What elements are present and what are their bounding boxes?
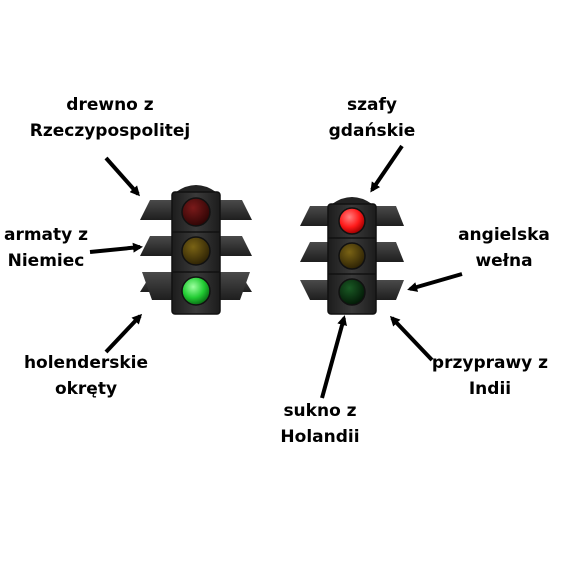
label-szafy-line2: gdańskie [328,121,416,141]
label-armaty-line1: armaty z [3,225,89,245]
left-amber-lamp [181,236,211,266]
left-light-cap [176,185,216,192]
label-holenderskie: holenderskie okręty [14,350,158,402]
left-green-lamp [181,276,211,306]
left-visor [142,272,174,300]
label-sukno: sukno z Holandii [268,398,372,450]
left-visor [218,236,252,256]
left-visor [140,236,174,256]
label-szafy: szafy gdańskie [316,92,428,144]
right-visor [374,206,404,226]
label-drewno: drewno z Rzeczypospolitej [20,92,200,144]
right-traffic-light [300,197,404,315]
label-przyprawy-line1: przyprawy z [431,353,549,373]
left-red-lamp [181,197,211,227]
label-przyprawy-line2: Indii [468,379,512,399]
label-armaty: armaty z Niemiec [0,222,92,274]
arrow-sukno [320,315,347,399]
right-light-cap [332,197,372,204]
arrow-drewno [104,156,140,197]
arrow-angielska [407,272,463,292]
left-traffic-light [140,185,252,315]
label-angielska: angielska wełna [452,222,556,274]
label-angielska-line1: angielska [458,225,550,245]
arrow-przyprawy [389,315,434,362]
label-sukno-line1: sukno z [283,401,357,421]
right-visor [374,242,404,262]
label-szafy-line1: szafy [347,95,397,115]
right-visor [300,280,330,300]
label-holenderskie-line1: holenderskie [23,353,149,373]
label-armaty-line2: Niemiec [7,251,85,271]
right-amber-lamp [338,242,366,270]
label-drewno-line1: drewno z [66,95,154,115]
right-visor [300,242,330,262]
left-visor [140,200,174,220]
arrow-holenderskie [104,313,143,354]
arrow-szafy [370,144,404,193]
label-przyprawy: przyprawy z Indii [422,350,558,402]
label-angielska-line2: wełna [475,251,533,271]
label-sukno-line2: Holandii [280,427,360,447]
label-drewno-line2: Rzeczypospolitej [29,121,191,141]
left-visor [218,272,250,300]
label-holenderskie-line2: okręty [54,379,118,399]
arrow-armaty [89,242,143,254]
right-red-lamp [338,207,366,235]
right-green-lamp [338,278,366,306]
left-visor [218,200,252,220]
right-visor [374,280,404,300]
right-visor [300,206,330,226]
